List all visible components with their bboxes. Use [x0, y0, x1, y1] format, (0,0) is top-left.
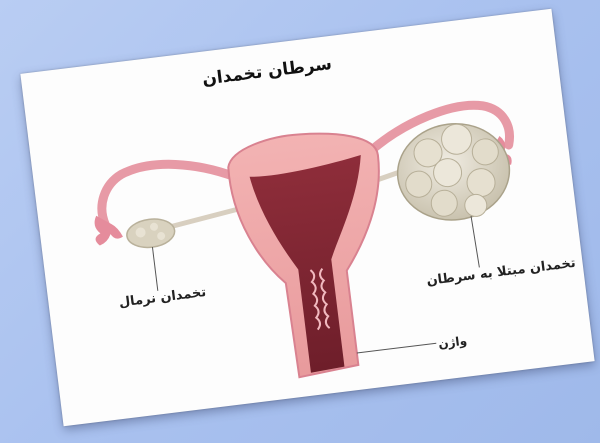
bottom-leader	[357, 343, 436, 353]
image-card: سرطان تخمدان تخمدان نرمال تخمدان مبتلا ب…	[20, 9, 594, 427]
tumor-ovary	[392, 117, 515, 226]
tumor-ovary-leader	[471, 216, 479, 268]
left-fimbriae	[93, 213, 124, 246]
normal-ovary-leader	[152, 247, 157, 291]
normal-ovary	[125, 216, 176, 250]
